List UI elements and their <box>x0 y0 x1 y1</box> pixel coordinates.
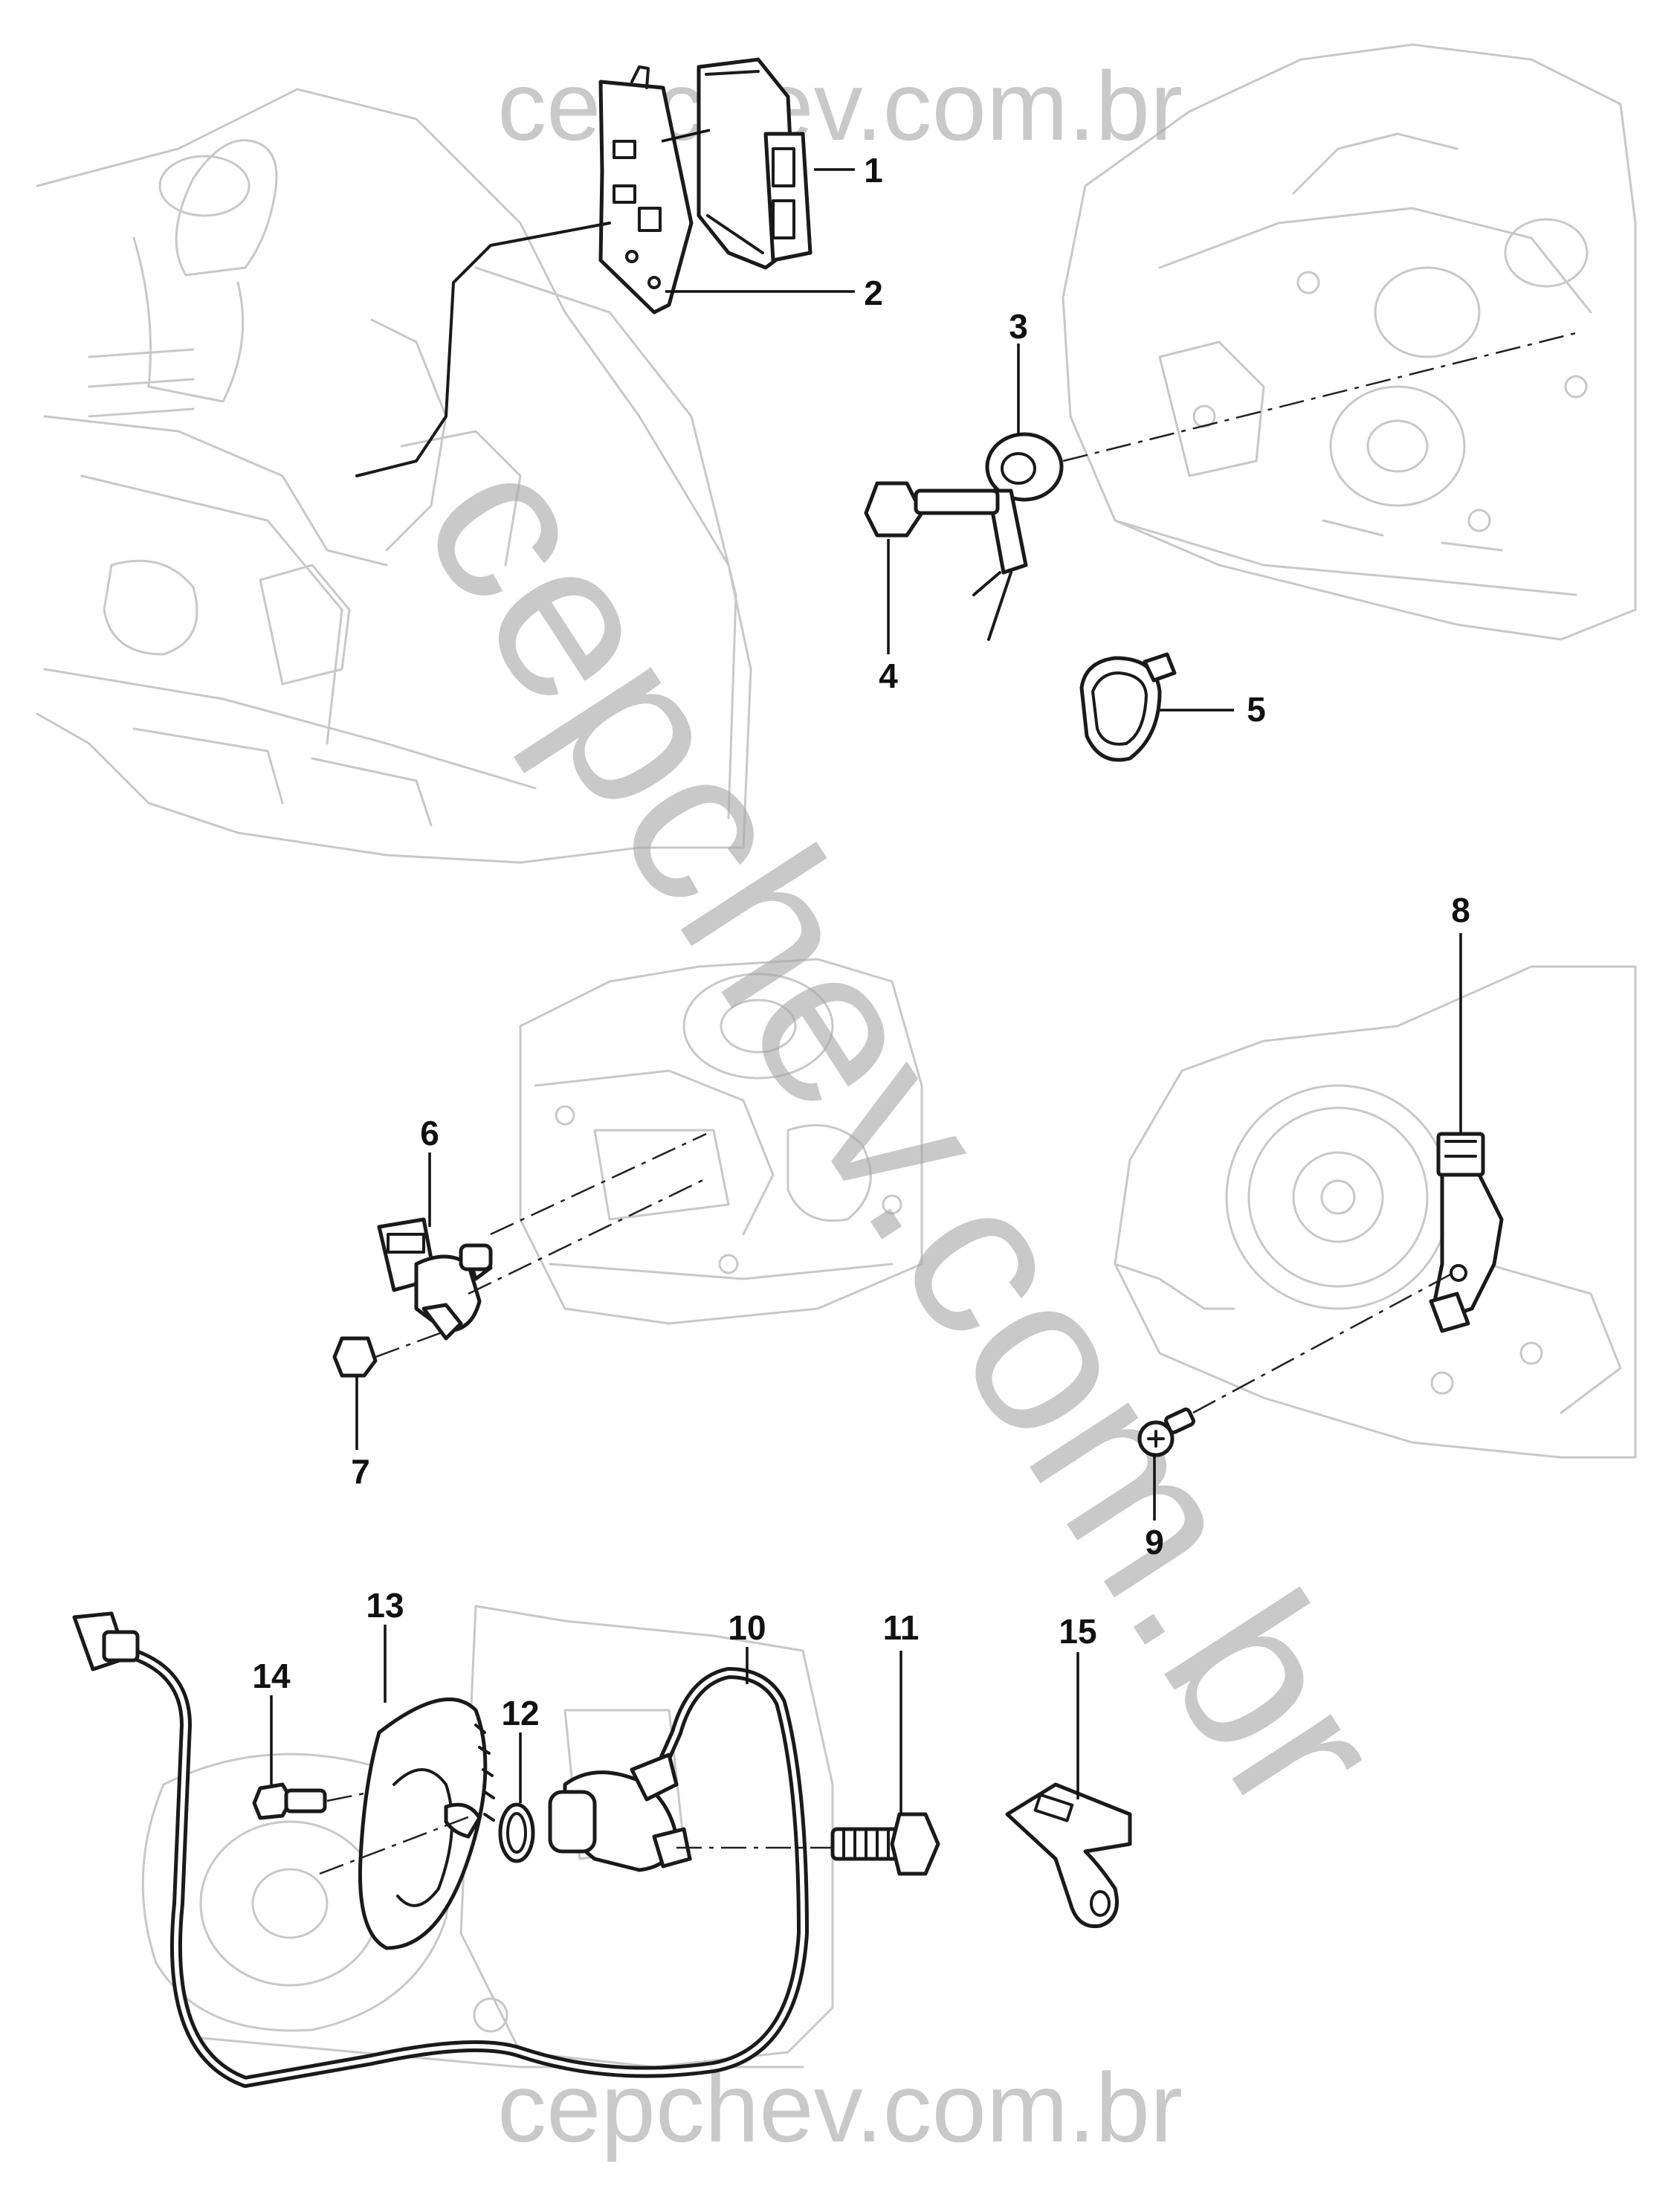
ecu-module-part-1 <box>697 57 812 270</box>
callout-3: 3 <box>1009 307 1028 346</box>
engine-bay-background <box>36 88 752 864</box>
callout-9: 9 <box>1145 1523 1164 1561</box>
crankshaft-sensor-part-10 <box>72 1611 809 2088</box>
callout-4: 4 <box>879 657 898 695</box>
engine-block-background-middle <box>519 958 923 1325</box>
callout-numbers: 1 2 3 4 5 6 7 8 9 10 11 12 13 14 15 <box>252 151 1470 1732</box>
knock-sensor-bolt-part-4 <box>864 481 1000 538</box>
callout-8: 8 <box>1451 891 1470 929</box>
crank-sensor-bolt-part-11 <box>830 1812 940 1876</box>
reluctor-bolt-axis <box>326 1792 365 1802</box>
callout-2: 2 <box>864 274 883 312</box>
callout-5: 5 <box>1247 690 1266 729</box>
engine-block-background-top <box>1062 43 1637 641</box>
reluctor-plate-part-13 <box>358 1698 495 1950</box>
knock-sensor-axis <box>1062 332 1577 462</box>
cam-sensor-axis-a <box>490 1132 707 1236</box>
reluctor-bolt-part-14 <box>252 1782 327 1820</box>
camshaft-sensor-bolt-part-7 <box>332 1336 378 1378</box>
harness-bracket-part-15 <box>1005 1782 1132 1929</box>
callout-1: 1 <box>864 151 883 190</box>
reluctor-axis <box>319 1813 476 1875</box>
ecu-harness-line <box>355 222 611 477</box>
callout-7: 7 <box>351 1452 370 1491</box>
callout-15: 15 <box>1059 1612 1096 1651</box>
leader-lines <box>270 129 1462 1814</box>
callout-12: 12 <box>501 1694 539 1732</box>
cam-sensor-axis-b <box>468 1177 707 1295</box>
bracket-screw-axis <box>1192 1271 1454 1414</box>
o-ring-part-12 <box>498 1802 535 1863</box>
callout-13: 13 <box>366 1586 404 1625</box>
cam-sensor-bolt-axis <box>375 1329 447 1358</box>
knock-sensor-part-3 <box>972 432 1064 641</box>
sensor-bracket-part-8 <box>1429 1132 1504 1333</box>
callout-14: 14 <box>252 1657 291 1695</box>
cable-clamp-part-5 <box>1079 652 1177 762</box>
camshaft-sensor-part-6 <box>377 1217 493 1341</box>
callout-10: 10 <box>728 1608 766 1647</box>
callout-11: 11 <box>883 1608 920 1647</box>
sensor-bracket-screw-part-9 <box>1137 1407 1195 1457</box>
callout-6: 6 <box>420 1114 439 1152</box>
